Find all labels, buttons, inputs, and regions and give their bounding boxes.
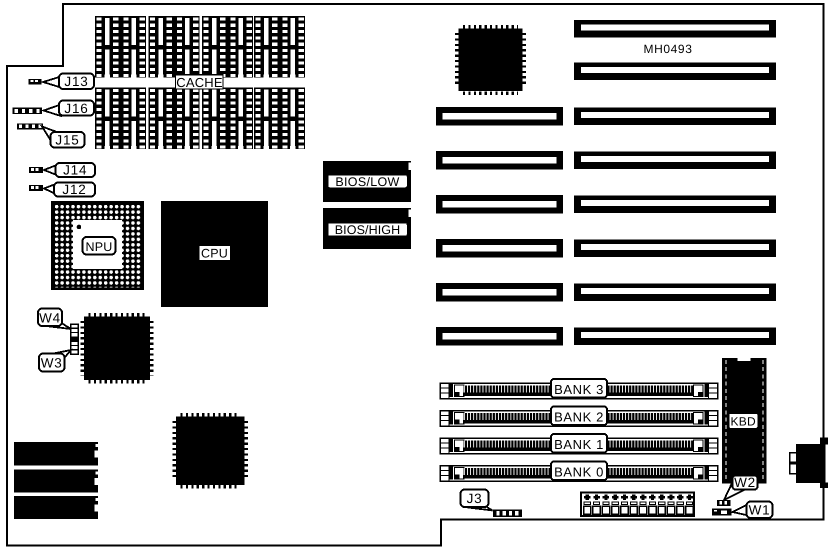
svg-text:J3: J3 [467, 491, 483, 506]
svg-text:BANK 2: BANK 2 [554, 410, 604, 425]
svg-text:BIOS/LOW: BIOS/LOW [335, 175, 399, 189]
svg-text:J13: J13 [64, 74, 88, 89]
svg-text:MH0493: MH0493 [644, 42, 693, 56]
svg-text:W4: W4 [39, 310, 61, 325]
svg-text:J16: J16 [64, 101, 88, 116]
svg-text:J14: J14 [63, 163, 87, 178]
svg-text:KBD: KBD [731, 415, 756, 429]
svg-text:CACHE: CACHE [176, 75, 223, 90]
svg-text:BANK 0: BANK 0 [554, 465, 604, 480]
svg-text:W1: W1 [749, 503, 771, 518]
svg-text:NPU: NPU [86, 240, 113, 254]
svg-text:BIOS/HIGH: BIOS/HIGH [335, 223, 401, 237]
svg-text:J15: J15 [55, 133, 79, 148]
svg-text:BANK 3: BANK 3 [554, 382, 604, 397]
svg-text:CPU: CPU [201, 247, 228, 261]
svg-text:W3: W3 [41, 355, 63, 370]
svg-text:J12: J12 [62, 182, 86, 197]
svg-text:W2: W2 [734, 475, 756, 490]
svg-text:BANK 1: BANK 1 [554, 437, 604, 452]
